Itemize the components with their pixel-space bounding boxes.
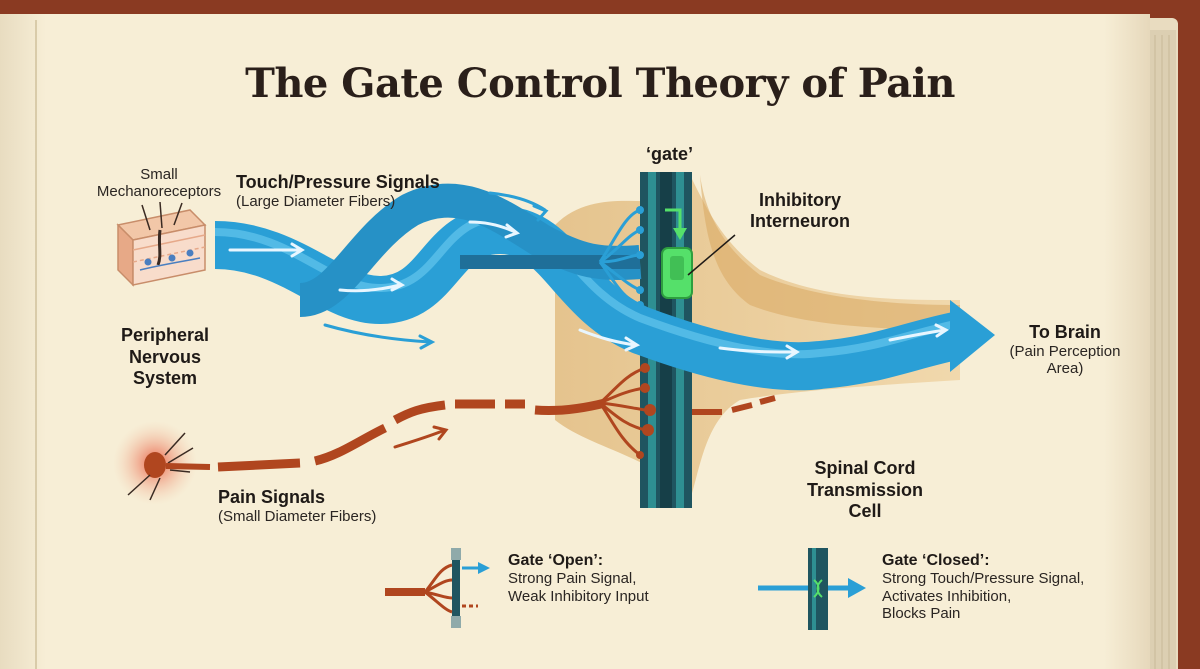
gate-label: ‘gate’	[646, 144, 694, 164]
pain-signals-subtitle: (Small Diameter Fibers)	[218, 507, 377, 525]
spinal-line-2: Transmission	[806, 479, 924, 500]
legend-gate-open: Gate ‘Open’: Strong Pain Signal, Weak In…	[508, 552, 649, 605]
spinal-line-3: Cell	[848, 501, 882, 522]
legend-gate-closed: Gate ‘Closed’: Strong Touch/Pressure Sig…	[882, 552, 1084, 622]
pain-nerve-icon	[113, 421, 211, 505]
to-brain-sub-line-2: Area)	[1046, 359, 1084, 377]
mechanoreceptors-label: Small Mechanoreceptors	[94, 166, 224, 201]
to-brain-title: To Brain	[1029, 322, 1101, 342]
to-brain-label: To Brain (Pain Perception Area)	[995, 322, 1135, 377]
diagram-title: The Gate Control Theory of Pain	[245, 60, 955, 107]
touch-flow-arrows	[228, 220, 949, 360]
gate-open-title: Gate ‘Open’:	[508, 552, 604, 569]
pain-signals-label: Pain Signals (Small Diameter Fibers)	[218, 487, 376, 525]
gate-open-line-2: Weak Inhibitory Input	[508, 587, 649, 605]
spinal-line-1: Spinal Cord	[814, 458, 916, 478]
mechanoreceptors-line-2: Mechanoreceptors	[96, 183, 222, 201]
inhibitory-interneuron-label: Inhibitory Interneuron	[730, 190, 870, 231]
touch-signals-label: Touch/Pressure Signals (Large Diameter F…	[236, 172, 440, 210]
touch-signals-title: Touch/Pressure Signals	[236, 172, 440, 192]
mechanoreceptors-line-1: Small	[140, 166, 178, 183]
gate-open-icon	[385, 548, 490, 628]
inhibitory-line-1: Inhibitory	[759, 190, 841, 210]
interneuron-pointer-line	[687, 234, 736, 276]
interneuron-input-arrow	[665, 208, 682, 230]
motion-arrows-red	[393, 425, 449, 449]
to-brain-arrowhead	[950, 300, 995, 372]
motion-arrows-blue	[323, 191, 549, 350]
pain-signals-title: Pain Signals	[218, 487, 326, 507]
gate-open-line-1: Strong Pain Signal,	[508, 570, 637, 588]
gate-closed-line-2: Activates Inhibition,	[882, 587, 1012, 605]
skin-mechanoreceptor-icon	[116, 201, 207, 287]
pns-line-3: System	[132, 368, 198, 389]
gate-closed-title: Gate ‘Closed’:	[882, 552, 990, 569]
pns-line-1: Peripheral	[120, 325, 210, 345]
page-stack	[1150, 30, 1176, 669]
pns-label: Peripheral Nervous System	[95, 325, 235, 390]
gate-closed-icon	[758, 548, 866, 630]
gate-closed-line-1: Strong Touch/Pressure Signal,	[882, 570, 1085, 588]
to-brain-sub-line-1: (Pain Perception	[1009, 342, 1121, 360]
inhibitory-line-2: Interneuron	[749, 210, 850, 231]
pain-fiber-blocked	[692, 395, 776, 415]
touch-signals-subtitle: (Large Diameter Fibers)	[236, 192, 396, 210]
spinal-cord-label: Spinal Cord Transmission Cell	[790, 458, 940, 523]
gate-closed-line-3: Blocks Pain	[882, 604, 961, 622]
pns-line-2: Nervous	[128, 346, 202, 367]
